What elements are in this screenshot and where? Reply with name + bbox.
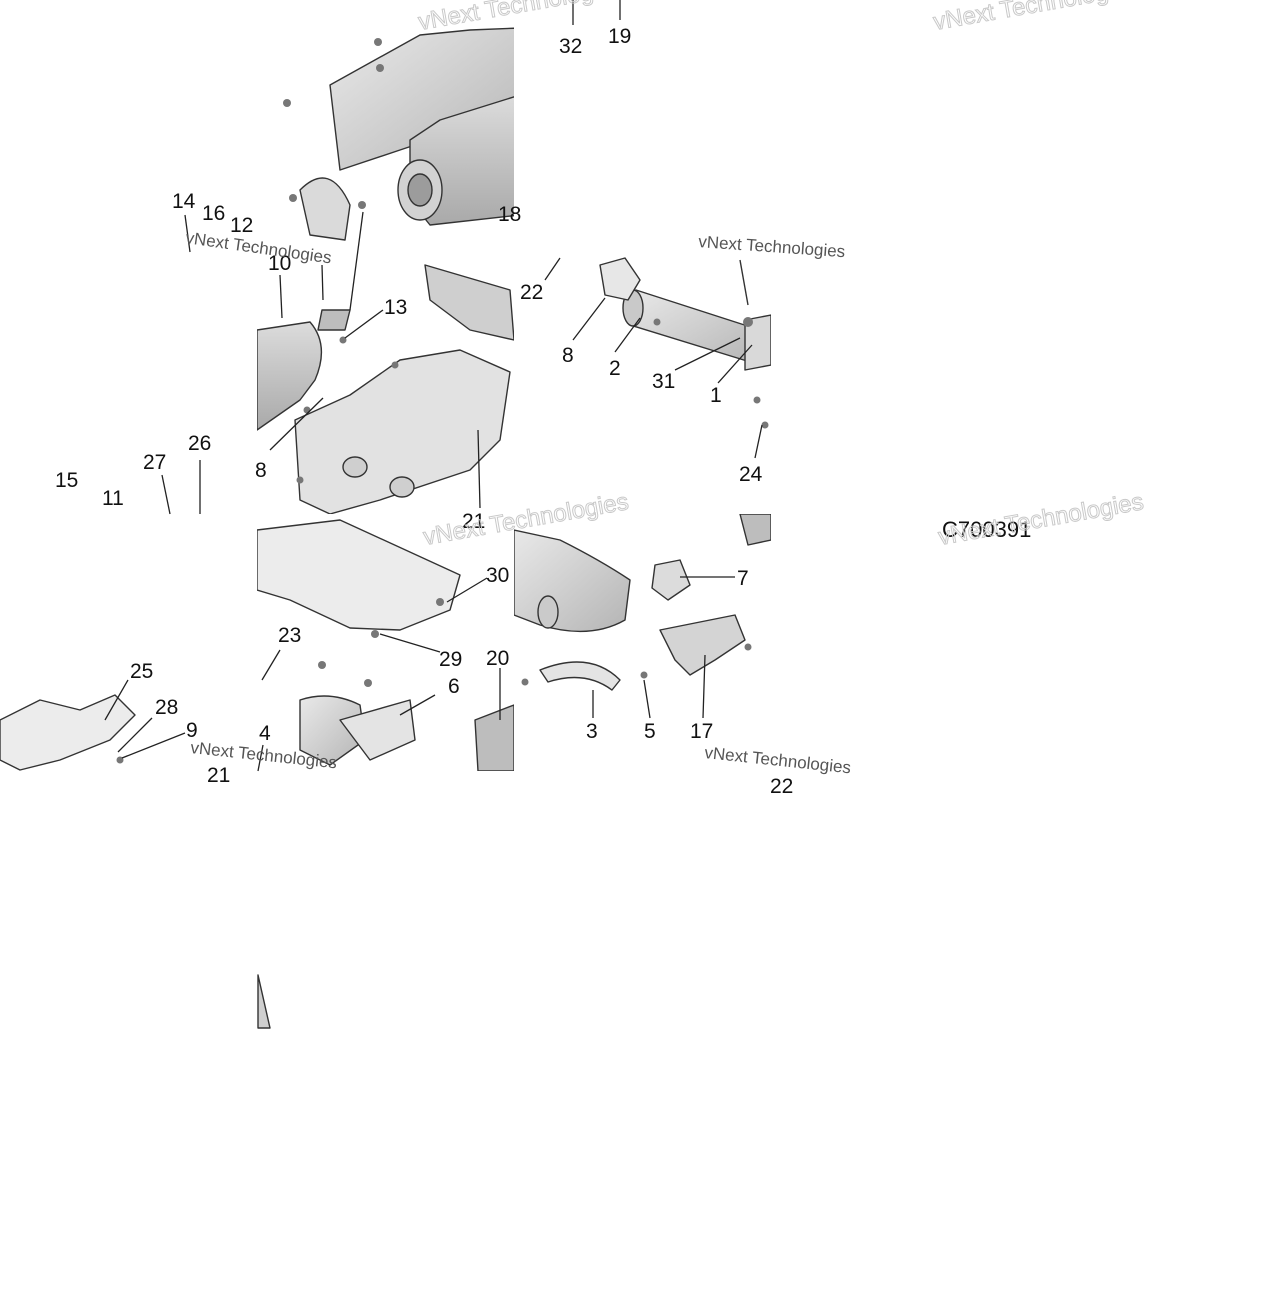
muffler-body-part (257, 264, 514, 514)
callout-24: 24 (739, 463, 763, 486)
callout-8-second: 8 (255, 459, 267, 482)
head-pipe-part (514, 514, 771, 691)
callout-30: 30 (486, 564, 509, 587)
callout-4: 4 (259, 722, 271, 745)
callout-10: 10 (268, 252, 291, 275)
callout-22-second: 22 (770, 775, 793, 798)
callout-3: 3 (586, 720, 598, 743)
callout-21-second: 21 (207, 764, 230, 787)
rear-shield-part (0, 694, 136, 771)
callout-labels: 1 2 3 4 5 6 7 8 8 9 10 11 12 13 14 15 16… (55, 25, 793, 798)
leader-lines (104, 0, 763, 772)
callout-6: 6 (448, 675, 460, 698)
watermark: vNext Technologies (416, 0, 625, 36)
callout-26: 26 (188, 432, 211, 455)
callout-2: 2 (609, 357, 621, 380)
callout-21: 21 (462, 510, 485, 533)
callout-8: 8 (562, 344, 574, 367)
callout-32: 32 (559, 35, 582, 58)
callout-25: 25 (130, 660, 153, 683)
callout-27: 27 (143, 451, 166, 474)
callout-29: 29 (439, 648, 462, 671)
callout-31: 31 (652, 370, 675, 393)
callout-20: 20 (486, 647, 509, 670)
callout-22: 22 (520, 281, 543, 304)
watermark: vNext Technologies (936, 488, 1145, 551)
callout-16: 16 (202, 202, 225, 225)
callout-9: 9 (186, 719, 198, 742)
callout-23: 23 (278, 624, 301, 647)
heat-shield-muffler-part (283, 27, 514, 241)
callout-5: 5 (644, 720, 656, 743)
callout-17: 17 (690, 720, 713, 743)
watermark: vNext Technologies (698, 232, 846, 261)
drawing-code: C700391 (942, 517, 1031, 542)
watermark: vNext Technologies (704, 743, 852, 777)
lower-shield-part (257, 519, 514, 771)
callout-11: 11 (102, 487, 124, 510)
shield-fragment-part (257, 974, 271, 1029)
front-pipe-part (599, 257, 771, 429)
callout-15: 15 (55, 469, 78, 492)
callout-19: 19 (608, 25, 631, 48)
callout-28: 28 (155, 696, 178, 719)
callout-12: 12 (230, 214, 253, 237)
callout-18: 18 (498, 203, 521, 226)
watermark: vNext Technologies (931, 0, 1140, 36)
callout-7: 7 (737, 567, 749, 590)
callout-14: 14 (172, 190, 196, 213)
callout-1: 1 (710, 384, 722, 407)
callout-13: 13 (384, 296, 407, 319)
